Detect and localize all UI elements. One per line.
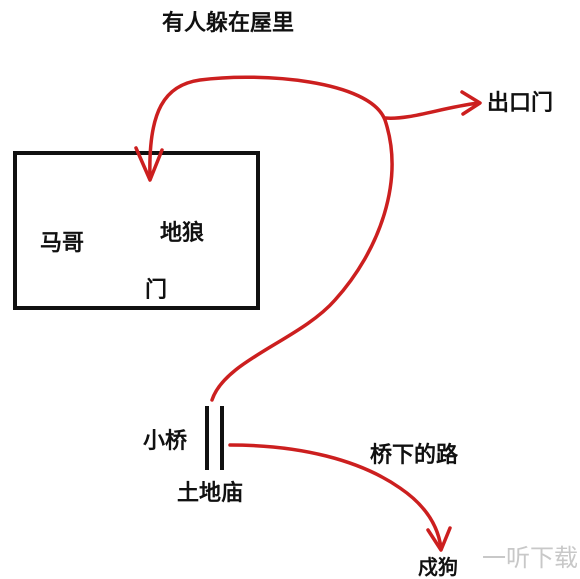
arrow-guard-dog-icon — [426, 526, 452, 552]
path-bridge-to-house — [148, 75, 394, 402]
label-small-bridge: 小桥 — [143, 428, 187, 454]
label-earth-temple: 土地庙 — [177, 480, 243, 506]
label-ma-ge: 马哥 — [40, 231, 84, 256]
label-path-under-bridge: 桥下的路 — [370, 442, 459, 468]
path-to-exit-door — [383, 101, 480, 120]
path-under-bridge-to-dog — [228, 443, 443, 550]
arrow-into-house-icon — [134, 146, 164, 182]
label-di-lang: 地狼 — [160, 220, 204, 246]
label-guard-dog: 戍狗 — [418, 555, 458, 579]
watermark-text: 一听下载 — [482, 544, 578, 572]
label-door: 门 — [145, 277, 167, 303]
arrow-exit-door-icon — [460, 90, 482, 116]
diagram-title: 有人躲在屋里 — [162, 10, 294, 36]
label-exit-door: 出口门 — [487, 90, 553, 116]
